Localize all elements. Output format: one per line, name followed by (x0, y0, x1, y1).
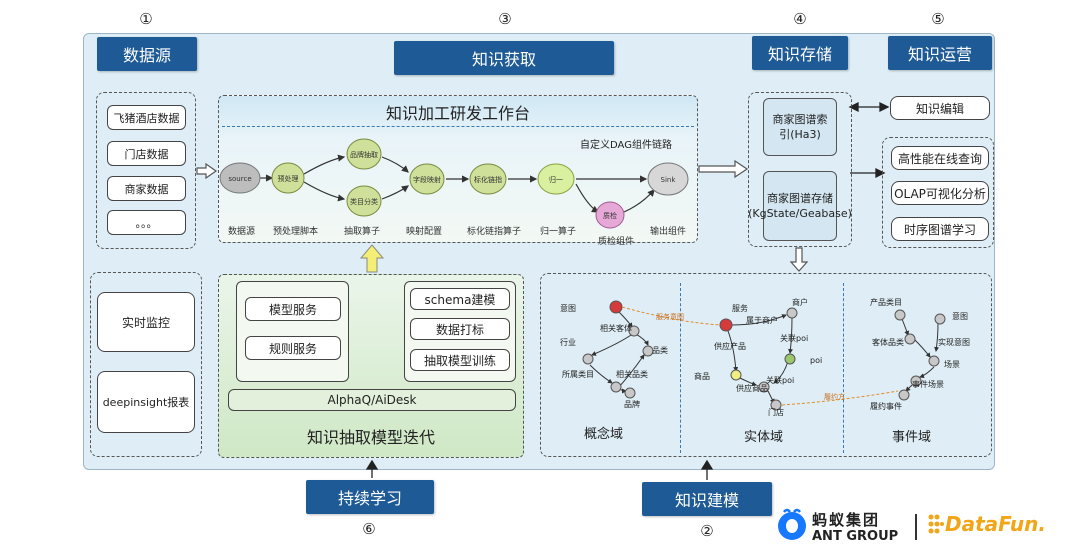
node-qc: 质检 (603, 211, 617, 220)
operation-group (882, 137, 994, 248)
node-entity-extract: 品牌抽取 (350, 150, 378, 159)
entity-label: poi (810, 356, 822, 365)
event-label: 实现意图 (938, 337, 970, 347)
concept-label: 品类 (652, 345, 668, 355)
caption-datasource: 数据源 (228, 227, 256, 237)
task-schema: schema建模 (410, 288, 510, 310)
event-label: 场景 (944, 360, 960, 369)
caption-extract: 抽取算子 (344, 227, 381, 237)
event-label: 产品类目 (870, 297, 902, 307)
storage-header: 知识存储 (752, 36, 848, 70)
monitor-report: deepinsight报表 (97, 371, 195, 433)
acquisition-header: 知识获取 (394, 41, 614, 75)
cross-label: 服务意图 (656, 312, 684, 321)
modeling-header: 知识建模 (642, 482, 772, 516)
task-training: 抽取模型训练 (410, 349, 510, 371)
concept-label: 所属类目 (562, 369, 594, 379)
node-preprocess: 预处理 (278, 174, 299, 183)
logo-divider (915, 514, 917, 540)
service-rule: 规则服务 (245, 336, 341, 360)
operation-olap: OLAP可视化分析 (891, 181, 989, 205)
platform-bar: AlphaQ/AiDesk (228, 389, 516, 411)
entity-label: 商户 (792, 297, 808, 307)
caption-qc: 质检组件 (598, 237, 635, 247)
node-sink: Sink (661, 176, 677, 184)
node-field-map: 字段映射 (413, 175, 441, 184)
step-number-1: ① (139, 10, 153, 28)
entity-label: 属于商户 (746, 315, 778, 325)
caption-mapping: 映射配置 (406, 227, 443, 237)
entity-label: 供应产品 (714, 341, 746, 351)
cross-label: 履约方 (824, 392, 845, 401)
domain-divider-2 (843, 283, 844, 453)
domain-entity: 实体域 (744, 430, 784, 445)
monitor-realtime: 实时监控 (97, 292, 195, 352)
datasource-header: 数据源 (97, 37, 197, 71)
caption-output: 输出组件 (650, 227, 687, 237)
node-source: source (228, 175, 251, 183)
ant-group-logo-icon (778, 508, 806, 540)
workbench-subtitle: 自定义DAG组件链路 (580, 140, 672, 151)
datasource-item: 飞猪酒店数据 (107, 105, 186, 130)
ant-group-name-en: ANT GROUP (812, 529, 899, 544)
modeling-group (540, 273, 992, 457)
task-labeling: 数据打标 (410, 318, 510, 340)
step-number-5: ⑤ (931, 10, 945, 28)
node-normalize: 标化链指 (474, 175, 502, 184)
ant-group-name-cn: 蚂蚁集团 (812, 511, 881, 529)
monitor-group (90, 272, 202, 457)
concept-label: 品牌 (624, 399, 640, 409)
concept-label: 行业 (560, 337, 576, 347)
service-model: 模型服务 (245, 297, 341, 321)
datasource-item: 门店数据 (107, 141, 186, 166)
datasource-item: 商家数据 (107, 176, 186, 201)
workbench-title: 知识加工研发工作台 (385, 104, 530, 123)
step-number-2: ② (700, 522, 714, 540)
storage-group (748, 92, 852, 247)
operation-edit: 知识编辑 (890, 96, 990, 120)
datafun-logo-text: DataFun. (945, 512, 1046, 536)
node-category: 类目分类 (350, 197, 378, 206)
learning-header: 持续学习 (306, 480, 434, 514)
datafun-logo-icon (928, 514, 944, 534)
operation-temporal: 时序图谱学习 (891, 217, 989, 241)
entity-label: 供应商品 (736, 383, 768, 393)
dag-pipeline: source 预处理 品牌抽取 类目分类 字段映射 标化链指 归一 质检 Sin… (219, 138, 689, 229)
datasource-item: 。。。 (107, 210, 186, 235)
domain-graphs: 意图 相关客体 行业 品类 所属类目 相关品类 品牌 服务意图 服务 商户 属于… (560, 297, 970, 417)
storage-db: 商家图谱存储(KgState/Geabase) (748, 171, 852, 241)
entity-label: 服务 (732, 303, 748, 313)
concept-label: 意图 (560, 303, 576, 313)
concept-label: 相关品类 (616, 369, 648, 379)
node-unify: 归一 (549, 175, 563, 184)
caption-unify: 归一算子 (540, 227, 577, 237)
domain-event: 事件域 (892, 430, 932, 445)
caption-preprocess: 预处理脚本 (273, 227, 319, 237)
domain-divider-1 (680, 283, 681, 453)
operation-header: 知识运营 (888, 36, 992, 70)
caption-normalize: 标化链指算子 (467, 227, 522, 237)
domain-concept: 概念域 (584, 427, 624, 442)
storage-index: 商家图谱索引(Ha3) (763, 98, 837, 156)
step-number-3: ③ (498, 10, 512, 28)
datasource-group (96, 92, 196, 249)
step-number-6: ⑥ (362, 520, 376, 538)
extraction-title: 知识抽取模型迭代 (306, 428, 435, 447)
entity-label: 商品 (694, 371, 710, 381)
event-label: 客体品类 (872, 337, 904, 347)
concept-label: 相关客体 (600, 323, 632, 333)
event-label: 履约事件 (870, 401, 902, 411)
event-label: 意图 (952, 311, 968, 321)
step-number-4: ④ (793, 10, 807, 28)
entity-label: 关联poi (766, 375, 794, 385)
operation-query: 高性能在线查询 (891, 146, 989, 170)
entity-label: 门店 (768, 407, 784, 417)
workbench-divider (222, 126, 694, 127)
event-label: 事件场景 (912, 379, 944, 389)
entity-label: 关联poi (780, 333, 808, 343)
